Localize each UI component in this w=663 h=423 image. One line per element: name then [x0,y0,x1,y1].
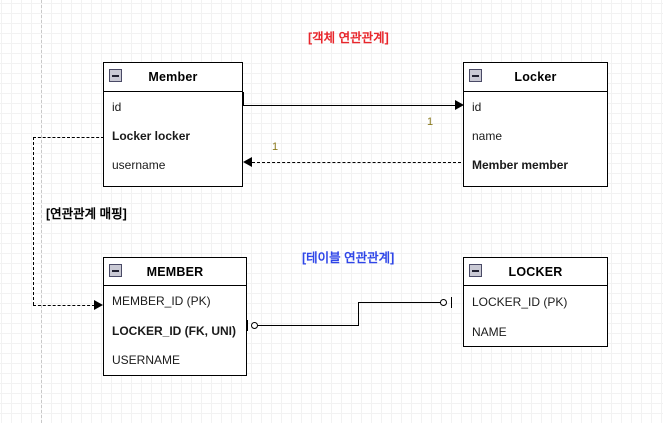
object-dashed-arrow-head [243,157,252,167]
label-object-relation: [객체 연관관계] [308,31,389,45]
entity-title: Locker [514,70,557,84]
entity-member-table[interactable]: MEMBER MEMBER_ID (PK) LOCKER_ID (FK, UNI… [103,257,247,376]
mapping-line-bottom [33,305,95,306]
multiplicity-label-right: 1 [427,116,434,128]
multiplicity-label-left: 1 [272,141,279,153]
minus-icon[interactable] [469,264,482,277]
label-table-relation: [테이블 연관관계] [302,251,395,265]
entity-header: MEMBER [104,258,246,286]
entity-row: Locker locker [112,128,191,143]
entity-row: name [472,128,503,143]
mapping-line-vertical [33,137,34,305]
entity-header: Member [104,63,242,92]
fk-left-circle [251,322,258,329]
entity-title: LOCKER [508,264,563,279]
entity-row: id [112,99,122,114]
entity-row: LOCKER_ID (PK) [472,294,568,309]
entity-row: USERNAME [112,353,181,367]
fk-left-bar [247,320,248,331]
mapping-line-top [33,137,104,138]
entity-locker-class[interactable]: Locker id name Member member [463,62,608,187]
minus-icon[interactable] [109,69,122,82]
mapping-arrow-head [94,300,103,310]
object-arrow-line [243,105,455,106]
entity-row: MEMBER_ID (PK) [112,294,211,308]
entity-locker-table[interactable]: LOCKER LOCKER_ID (PK) NAME [463,257,608,347]
fk-right-circle [440,299,447,306]
entity-header: Locker [464,63,607,92]
fk-line-upper [358,302,442,303]
fk-line-lower [258,325,358,326]
entity-row: LOCKER_ID (FK, UNI) [112,324,236,338]
entity-header: LOCKER [464,258,607,286]
entity-row: Member member [472,157,569,172]
entity-title: MEMBER [146,264,204,279]
vertical-guide-line [41,0,42,423]
minus-icon[interactable] [469,69,482,82]
entity-row: id [472,99,482,114]
object-arrow-stub-vertical [243,92,244,106]
fk-line-riser [358,302,359,326]
object-dashed-line [252,162,461,163]
label-relation-mapping: [연관관계 매핑] [46,207,127,221]
object-arrow-head [455,100,464,110]
entity-title: Member [148,70,198,84]
fk-right-bar [451,297,452,308]
entity-row: NAME [472,324,507,339]
entity-row: username [112,157,166,172]
entity-member-class[interactable]: Member id Locker locker username [103,62,243,187]
minus-icon[interactable] [109,264,122,277]
